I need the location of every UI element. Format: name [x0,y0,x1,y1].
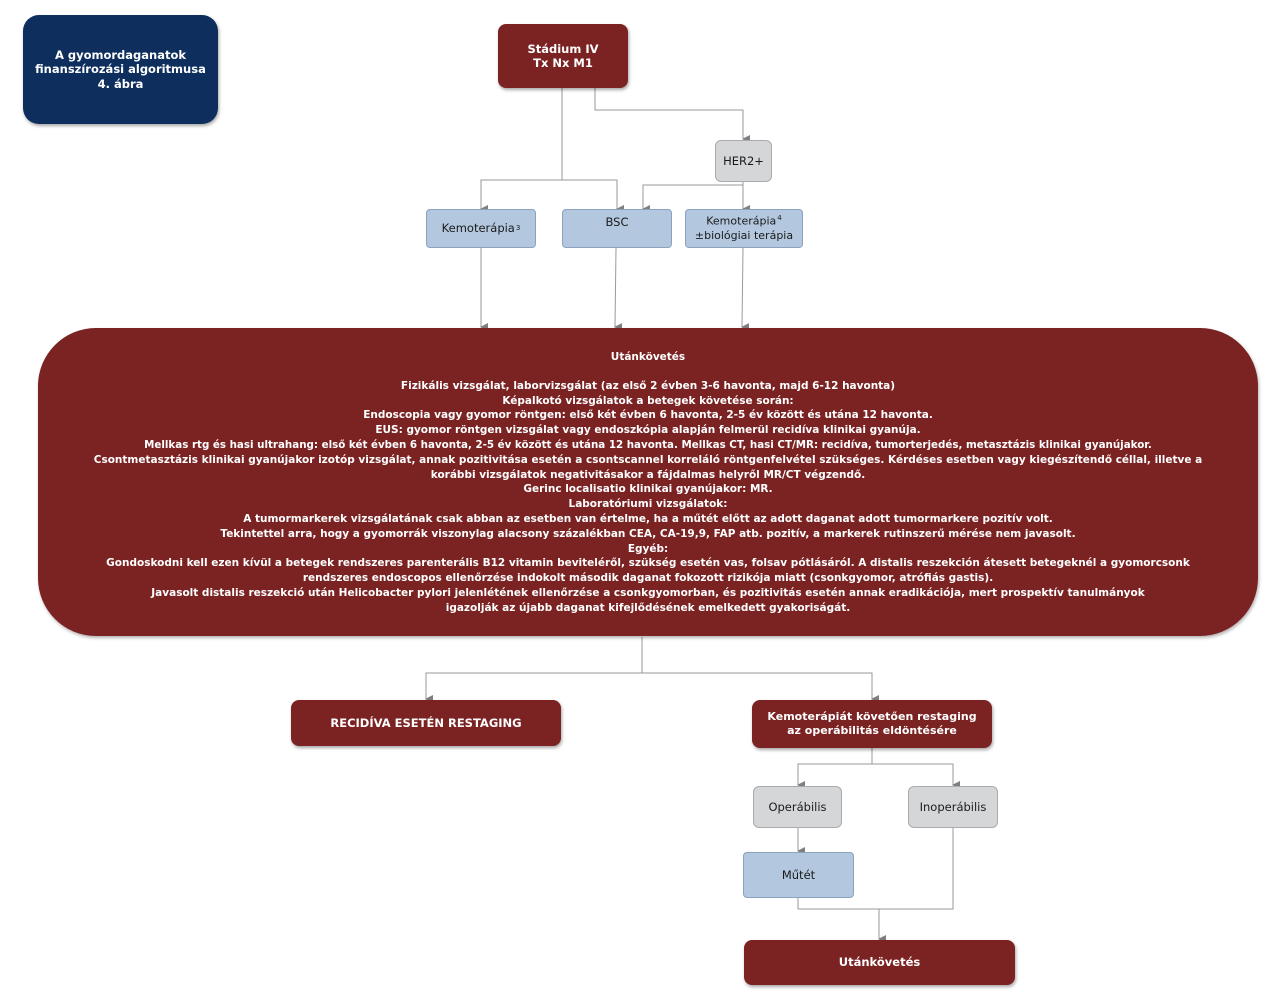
inoperable-label: Inoperábilis [919,799,987,814]
arrow-bsc-to-followup [614,247,623,332]
followup-title: Utánkövetés [610,351,686,363]
her2-box: HER2+ [715,140,772,182]
inoperable-box: Inoperábilis [908,786,998,828]
arrow-chemobio-to-followup [741,247,750,332]
arrow-followup-to-restaging [642,672,879,703]
arrow-her2-to-bsc [642,184,743,213]
line-mutet-down [797,898,879,910]
chemo-biological-footnote: 4 [777,214,782,223]
followup-line: Tekintettel arra, hogy a gyomorrák viszo… [220,527,1076,540]
chemotherapy-label: Kemoterápia [441,221,515,236]
figure-title: A gyomordaganatok finanszírozási algorit… [35,47,206,91]
chemotherapy-footnote: 3 [515,224,521,233]
chemo-restaging-line2: az operábilitás eldöntésére [787,724,957,737]
followup-line: Javasolt distalis reszekció után Helicob… [151,586,1145,614]
chemo-biological-line1: Kemoterápia4 [706,214,782,229]
chemo-biological-line2: ±biológiai terápia [694,228,794,242]
followup-line: Csontmetasztázis klinikai gyanújakor izo… [93,453,1203,481]
her2-label: HER2+ [723,153,764,168]
arrow-restaging-to-operabilis [797,763,872,789]
followup-line: Mellkas rtg és hasi ultrahang: első két … [144,438,1152,451]
followup-line: EUS: gyomor röntgen vizsgálat vagy endos… [375,424,921,437]
followup-line: Képalkotó vizsgálatok a betegek követése… [502,394,794,407]
bsc-label: BSC [605,215,629,229]
arrow-restaging-to-inoperabilis [872,763,960,789]
arrow-stage-to-chemo [480,179,562,213]
followup-line: Fizikális vizsgálat, laborvizsgálat (az … [400,379,896,392]
arrow-stage-to-bsc [562,179,624,213]
followup-final-label: Utánkövetés [838,955,921,970]
followup-line: Gerinc localisatio klinikai gyanújakor: … [523,483,773,496]
operable-box: Operábilis [753,786,842,828]
chemo-restaging-line1: Kemoterápiát követően restaging [767,710,977,724]
recidiva-restaging-box: RECIDÍVA ESETÉN RESTAGING [291,700,561,746]
followup-line: Laboratóriumi vizsgálatok: [568,498,728,511]
surgery-label: Műtét [781,867,816,882]
figure-title-box: A gyomordaganatok finanszírozási algorit… [23,15,218,124]
bsc-box: BSC [562,209,672,248]
chemo-restaging-box: Kemoterápiát követően restaging az operá… [752,700,992,748]
followup-line: Endoscopia vagy gyomor röntgen: első két… [363,409,933,422]
followup-line: A tumormarkerek vizsgálatának csak abban… [243,512,1053,525]
recidiva-restaging-label: RECIDÍVA ESETÉN RESTAGING [330,715,522,730]
arrow-followup-to-recidiva [425,672,642,703]
chemo-biological-box: Kemoterápia4 ±biológiai terápia [685,209,803,248]
stage-box: Stádium IV Tx Nx M1 [498,24,628,88]
followup-line: Gondoskodni kell ezen kívül a betegek re… [106,557,1190,585]
arrow-stage-to-her2 [594,88,750,143]
followup-final-box: Utánkövetés [744,940,1015,985]
operable-label: Operábilis [768,799,827,814]
stage-line1: Stádium IV [527,41,599,56]
stage-line2: Tx Nx M1 [533,56,593,70]
line-inoperabilis-down [879,828,954,910]
followup-line: Egyéb: [627,542,669,555]
surgery-box: Műtét [743,852,854,898]
followup-box: Utánkövetés Fizikális vizsgálat, laborvi… [38,328,1258,636]
